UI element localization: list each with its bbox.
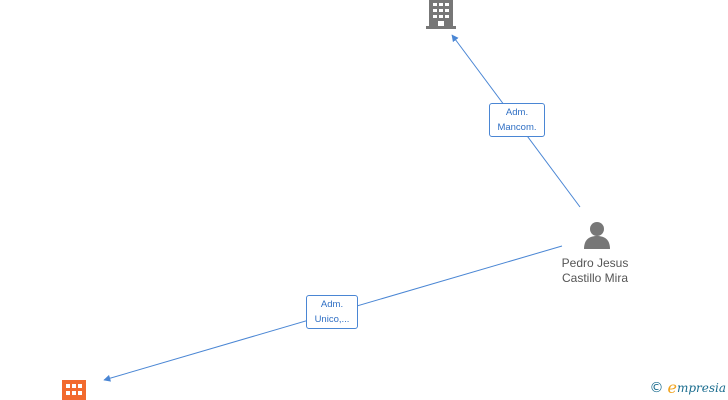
edge-label-bottom[interactable]: Adm. Unico,... xyxy=(306,295,358,329)
edge-label-top[interactable]: Adm. Mancom. xyxy=(489,103,545,137)
brand-e: e xyxy=(667,378,677,397)
person-icon[interactable] xyxy=(584,222,610,249)
edge-label-top-line2: Mancom. xyxy=(497,122,537,133)
copyright-icon: © xyxy=(649,379,664,396)
brand-logo: © e mpresia xyxy=(649,378,726,397)
person-name-line2: Castillo Mira xyxy=(561,271,628,285)
person-name[interactable]: Pedro Jesus Castillo Mira xyxy=(540,256,650,286)
building-icon[interactable] xyxy=(62,380,86,400)
building-icon[interactable] xyxy=(426,0,456,29)
edge-label-bottom-line2: Unico,... xyxy=(314,314,350,325)
edge-label-top-line1: Adm. xyxy=(505,107,529,118)
edge-label-bottom-line1: Adm. xyxy=(320,299,344,310)
brand-text: mpresia xyxy=(676,380,726,395)
person-name-line1: Pedro Jesus xyxy=(561,256,629,270)
